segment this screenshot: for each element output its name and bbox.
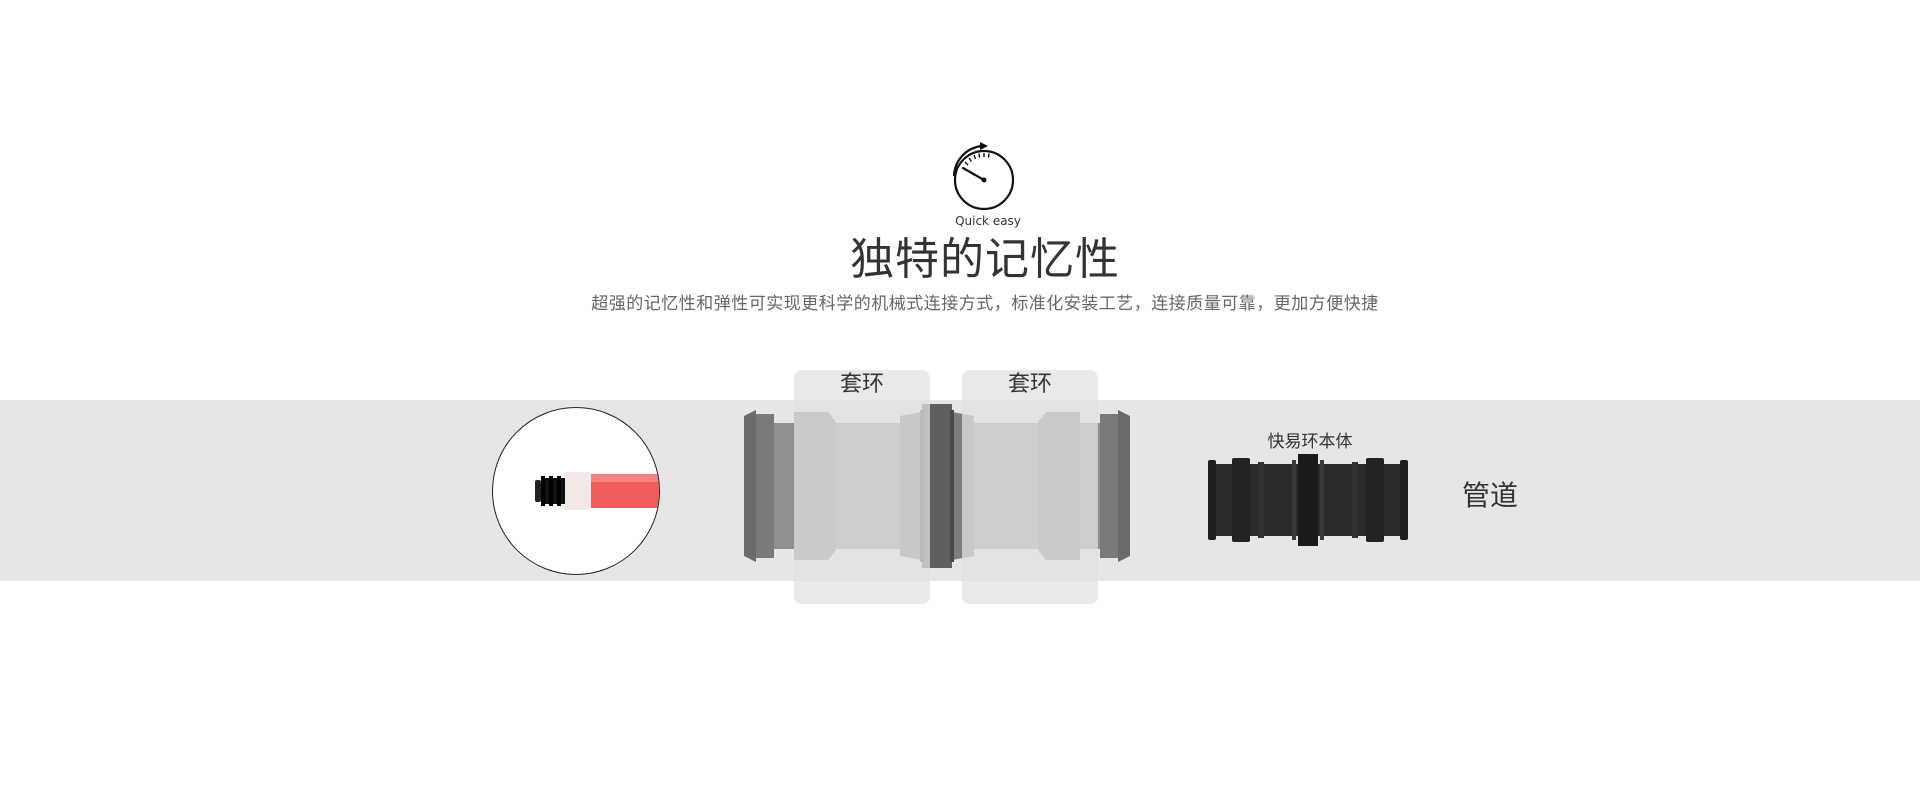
pipe-end-illustration: [535, 472, 659, 510]
feature-title: 独特的记忆性: [850, 234, 1120, 285]
gauge-icon: [952, 142, 1015, 211]
fitting-body-illustration: [1208, 454, 1408, 546]
sleeve-right-highlight: [962, 370, 1098, 604]
sleeve-left-highlight: [794, 370, 930, 604]
sleeve-right-label: 套环: [1007, 372, 1052, 397]
fitting-body-label: 快易环本体: [1267, 432, 1353, 452]
pipe-detail-circle: [492, 407, 660, 575]
sleeve-left-label: 套环: [839, 372, 884, 397]
pipe-label: 管道: [1461, 479, 1518, 512]
feature-description: 超强的记忆性和弹性可实现更科学的机械式连接方式，标准化安装工艺，连接质量可靠，更…: [591, 294, 1379, 314]
feature-caption: Quick easy: [955, 214, 1021, 228]
